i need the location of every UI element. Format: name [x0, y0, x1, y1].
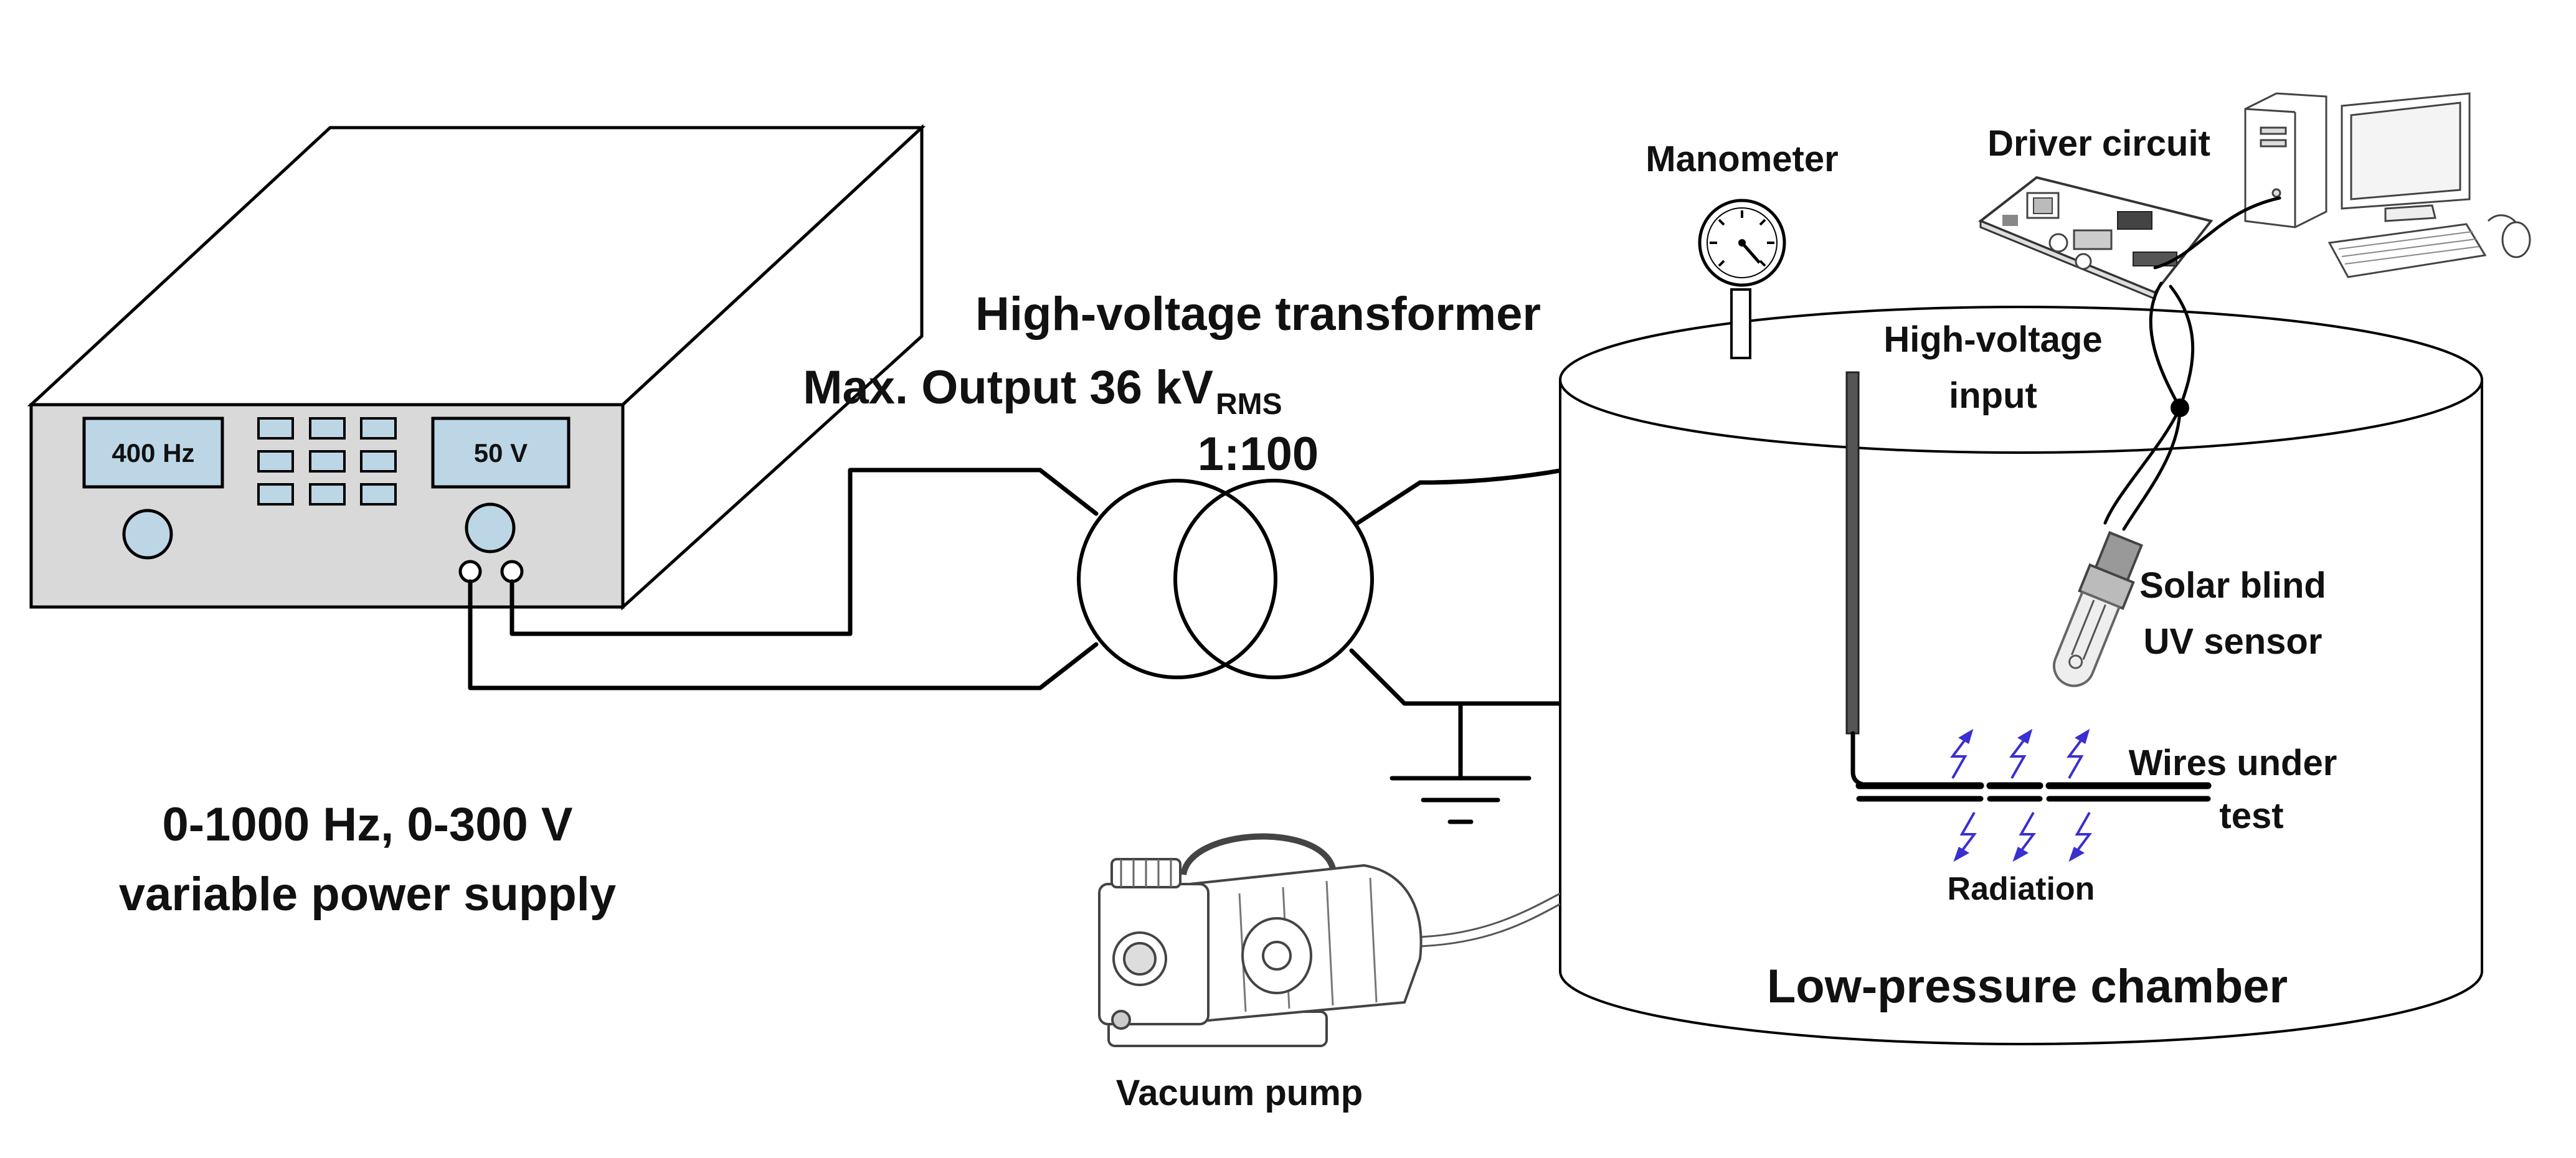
transformer-output: Max. Output 36 kV	[803, 361, 1213, 414]
transformer-primary-coil	[1077, 479, 1277, 679]
driver-to-computer-cable	[2153, 196, 2281, 270]
driver-cable-b	[2169, 285, 2195, 410]
sensor-cable-a	[2103, 406, 2182, 525]
transformer-output-subscript: RMS	[1216, 388, 1282, 421]
radiation-arrow-icon	[2009, 728, 2033, 779]
keypad-key	[309, 450, 346, 473]
frequency-display-value: 400 Hz	[111, 438, 194, 468]
keyboard	[2327, 223, 2487, 278]
primary-wire-upper	[509, 468, 1099, 636]
pump-handle	[1180, 833, 1336, 876]
driver-circuit-label: Driver circuit	[1987, 123, 2210, 164]
power-supply-unit: 400 Hz 50 V	[27, 124, 926, 611]
transformer-title: High-voltage transformer	[975, 288, 1541, 341]
voltage-display-value: 50 V	[474, 438, 528, 468]
keypad	[257, 417, 397, 506]
transformer-secondary-coil	[1173, 479, 1374, 679]
driver-cable-a	[2149, 281, 2182, 410]
manometer-stem	[1730, 288, 1751, 359]
frequency-display	[82, 417, 224, 489]
sensor-cable-b	[2122, 406, 2182, 531]
wires-label-line1: Wires under	[2129, 743, 2337, 783]
sensor-cables	[2103, 196, 2281, 531]
chamber-label: Low-pressure chamber	[1767, 960, 2288, 1013]
manometer-needle	[1741, 242, 1761, 264]
chamber-lid	[1559, 306, 2483, 454]
uv-sensor-label-line1: Solar blind	[2139, 565, 2326, 606]
keypad-key	[309, 417, 346, 440]
vacuum-pump-icon	[1098, 833, 1423, 1047]
pc-tower	[2244, 92, 2327, 228]
transformer	[1077, 479, 1374, 679]
frequency-knob	[122, 509, 173, 560]
power-supply-caption-line1: 0-1000 Hz, 0-300 V	[162, 798, 572, 851]
radiation-label: Radiation	[1948, 871, 2095, 907]
voltage-knob	[465, 502, 516, 553]
ground-lead-wire	[1349, 648, 1572, 706]
hv-input-label-line2: input	[1949, 375, 2037, 416]
keypad-key	[360, 417, 397, 440]
output-terminal	[458, 560, 482, 583]
radiation-arrows	[1950, 728, 2092, 862]
mouse	[2501, 221, 2531, 258]
driver-circuit-board	[1978, 176, 2214, 301]
primary-wiring	[468, 468, 1099, 690]
uv-sensor-label-line2: UV sensor	[2144, 621, 2323, 662]
vacuum-hose	[1419, 892, 1561, 948]
output-terminal	[500, 560, 524, 583]
ground-symbol	[1390, 701, 1532, 824]
low-pressure-chamber	[1559, 306, 2483, 1045]
keypad-key	[257, 483, 294, 506]
manometer	[1698, 199, 1786, 359]
radiation-arrow-icon	[1953, 812, 1977, 862]
keypad-key	[257, 417, 294, 440]
keypad-key	[360, 483, 397, 506]
uv-sensor-icon	[2053, 530, 2143, 687]
computer-icon	[2244, 92, 2531, 278]
wires-under-test	[1855, 782, 2212, 802]
radiation-arrow-icon	[2067, 728, 2090, 779]
radiation-arrow-icon	[2068, 812, 2092, 862]
keypad-key	[360, 450, 397, 473]
transformer-ratio: 1:100	[1198, 428, 1319, 481]
vacuum-pump-label: Vacuum pump	[1116, 1073, 1363, 1113]
manometer-label: Manometer	[1646, 139, 1838, 179]
voltage-display	[431, 417, 571, 489]
hv-input-label-line1: High-voltage	[1883, 319, 2102, 360]
primary-wire-lower	[468, 579, 1099, 690]
radiation-arrow-icon	[1950, 728, 1974, 779]
power-supply-caption-line2: variable power supply	[119, 868, 616, 921]
keypad-key	[309, 483, 346, 506]
keypad-key	[257, 450, 294, 473]
wires-label-line2: test	[2219, 796, 2283, 836]
hv-electrode-rod	[1845, 371, 1860, 735]
radiation-arrow-icon	[2012, 812, 2036, 862]
